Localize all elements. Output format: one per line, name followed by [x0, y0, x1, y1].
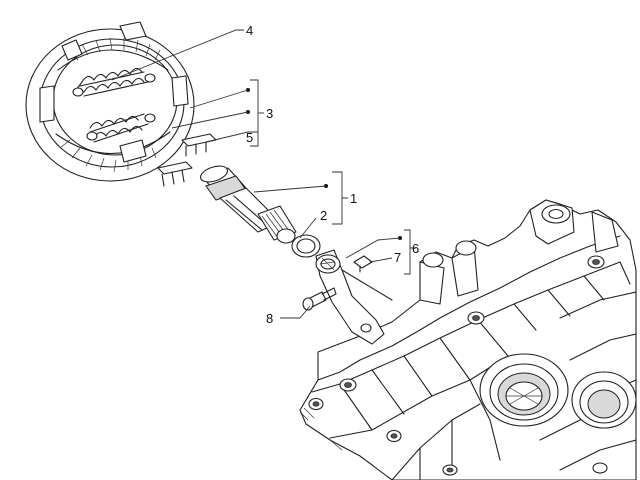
brake-lever: [315, 249, 393, 345]
callout-2: 2: [320, 208, 327, 223]
brake-shoe-assembly: [25, 21, 195, 182]
callout-3: 3: [266, 106, 273, 121]
callout-4: 4: [246, 23, 253, 38]
leader-lines: [111, 29, 416, 319]
callout-7: 7: [394, 250, 401, 265]
brake-cam-shaft: [199, 165, 297, 244]
callout-6: 6: [412, 241, 419, 256]
return-springs: [72, 67, 156, 143]
callout-5: 5: [246, 130, 253, 145]
engine-crankcase-cover: [299, 199, 637, 480]
lever-clip: [353, 255, 373, 273]
callout-1: 1: [350, 191, 357, 206]
spring-clip: [157, 133, 217, 187]
lever-bolt: [302, 287, 337, 311]
callout-8: 8: [266, 311, 273, 326]
seal-ring: [291, 234, 321, 258]
